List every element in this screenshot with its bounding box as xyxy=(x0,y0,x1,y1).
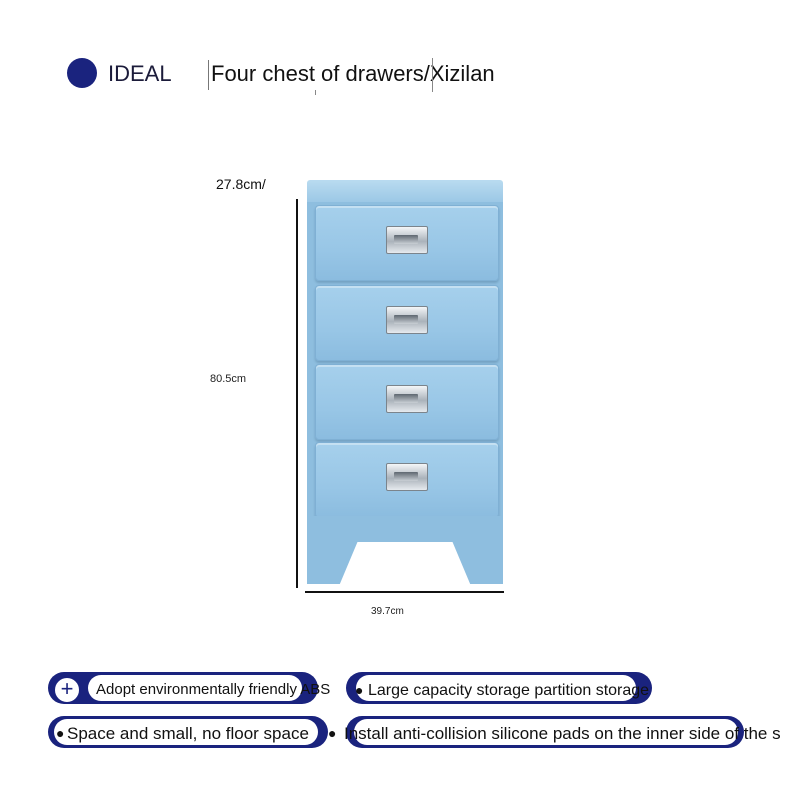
drawer-2 xyxy=(315,285,499,361)
chest-leg-arch xyxy=(339,542,471,586)
drawer-handle-icon xyxy=(386,385,428,413)
product-title: Four chest of drawers/Xizilan xyxy=(211,61,495,86)
brand-logo-icon xyxy=(67,58,97,88)
bullet-icon: ● xyxy=(56,725,65,741)
feature-pill-3 xyxy=(48,716,328,748)
feature-text-2: Large capacity storage partition storage xyxy=(368,682,650,699)
drawer-handle-icon xyxy=(386,463,428,491)
height-dimension-label: 80.5cm xyxy=(210,373,247,385)
feature-text-1: Adopt environmentally friendly ABS xyxy=(96,681,331,698)
title-tick-mark xyxy=(315,90,316,95)
feature-pill-2 xyxy=(346,672,652,704)
title-cursor-mark xyxy=(432,58,433,92)
height-dimension-line xyxy=(296,199,298,588)
feature-text-4: Install anti-collision silicone pads on … xyxy=(344,724,781,743)
drawer-3 xyxy=(315,364,499,440)
chest-of-drawers-image xyxy=(307,180,503,586)
plus-icon: + xyxy=(53,676,81,704)
width-dimension-line xyxy=(305,591,504,593)
depth-dimension-label: 27.8cm/ xyxy=(216,176,266,192)
title-divider xyxy=(208,60,209,90)
drawer-1 xyxy=(315,205,499,281)
drawer-handle-icon xyxy=(386,226,428,254)
feature-pill-1 xyxy=(48,672,318,704)
width-dimension-label: 39.7cm xyxy=(371,606,404,617)
feature-text-3: Space and small, no floor space xyxy=(67,724,309,743)
feature-pill-4 xyxy=(346,716,744,748)
chest-top xyxy=(307,180,503,202)
drawer-handle-icon xyxy=(386,306,428,334)
bullet-icon: ● xyxy=(355,682,364,698)
header: IDEAL Four chest of drawers/Xizilan xyxy=(0,0,800,110)
drawer-4 xyxy=(315,442,499,518)
bullet-icon: ● xyxy=(328,725,337,741)
brand-name: IDEAL xyxy=(108,61,172,86)
